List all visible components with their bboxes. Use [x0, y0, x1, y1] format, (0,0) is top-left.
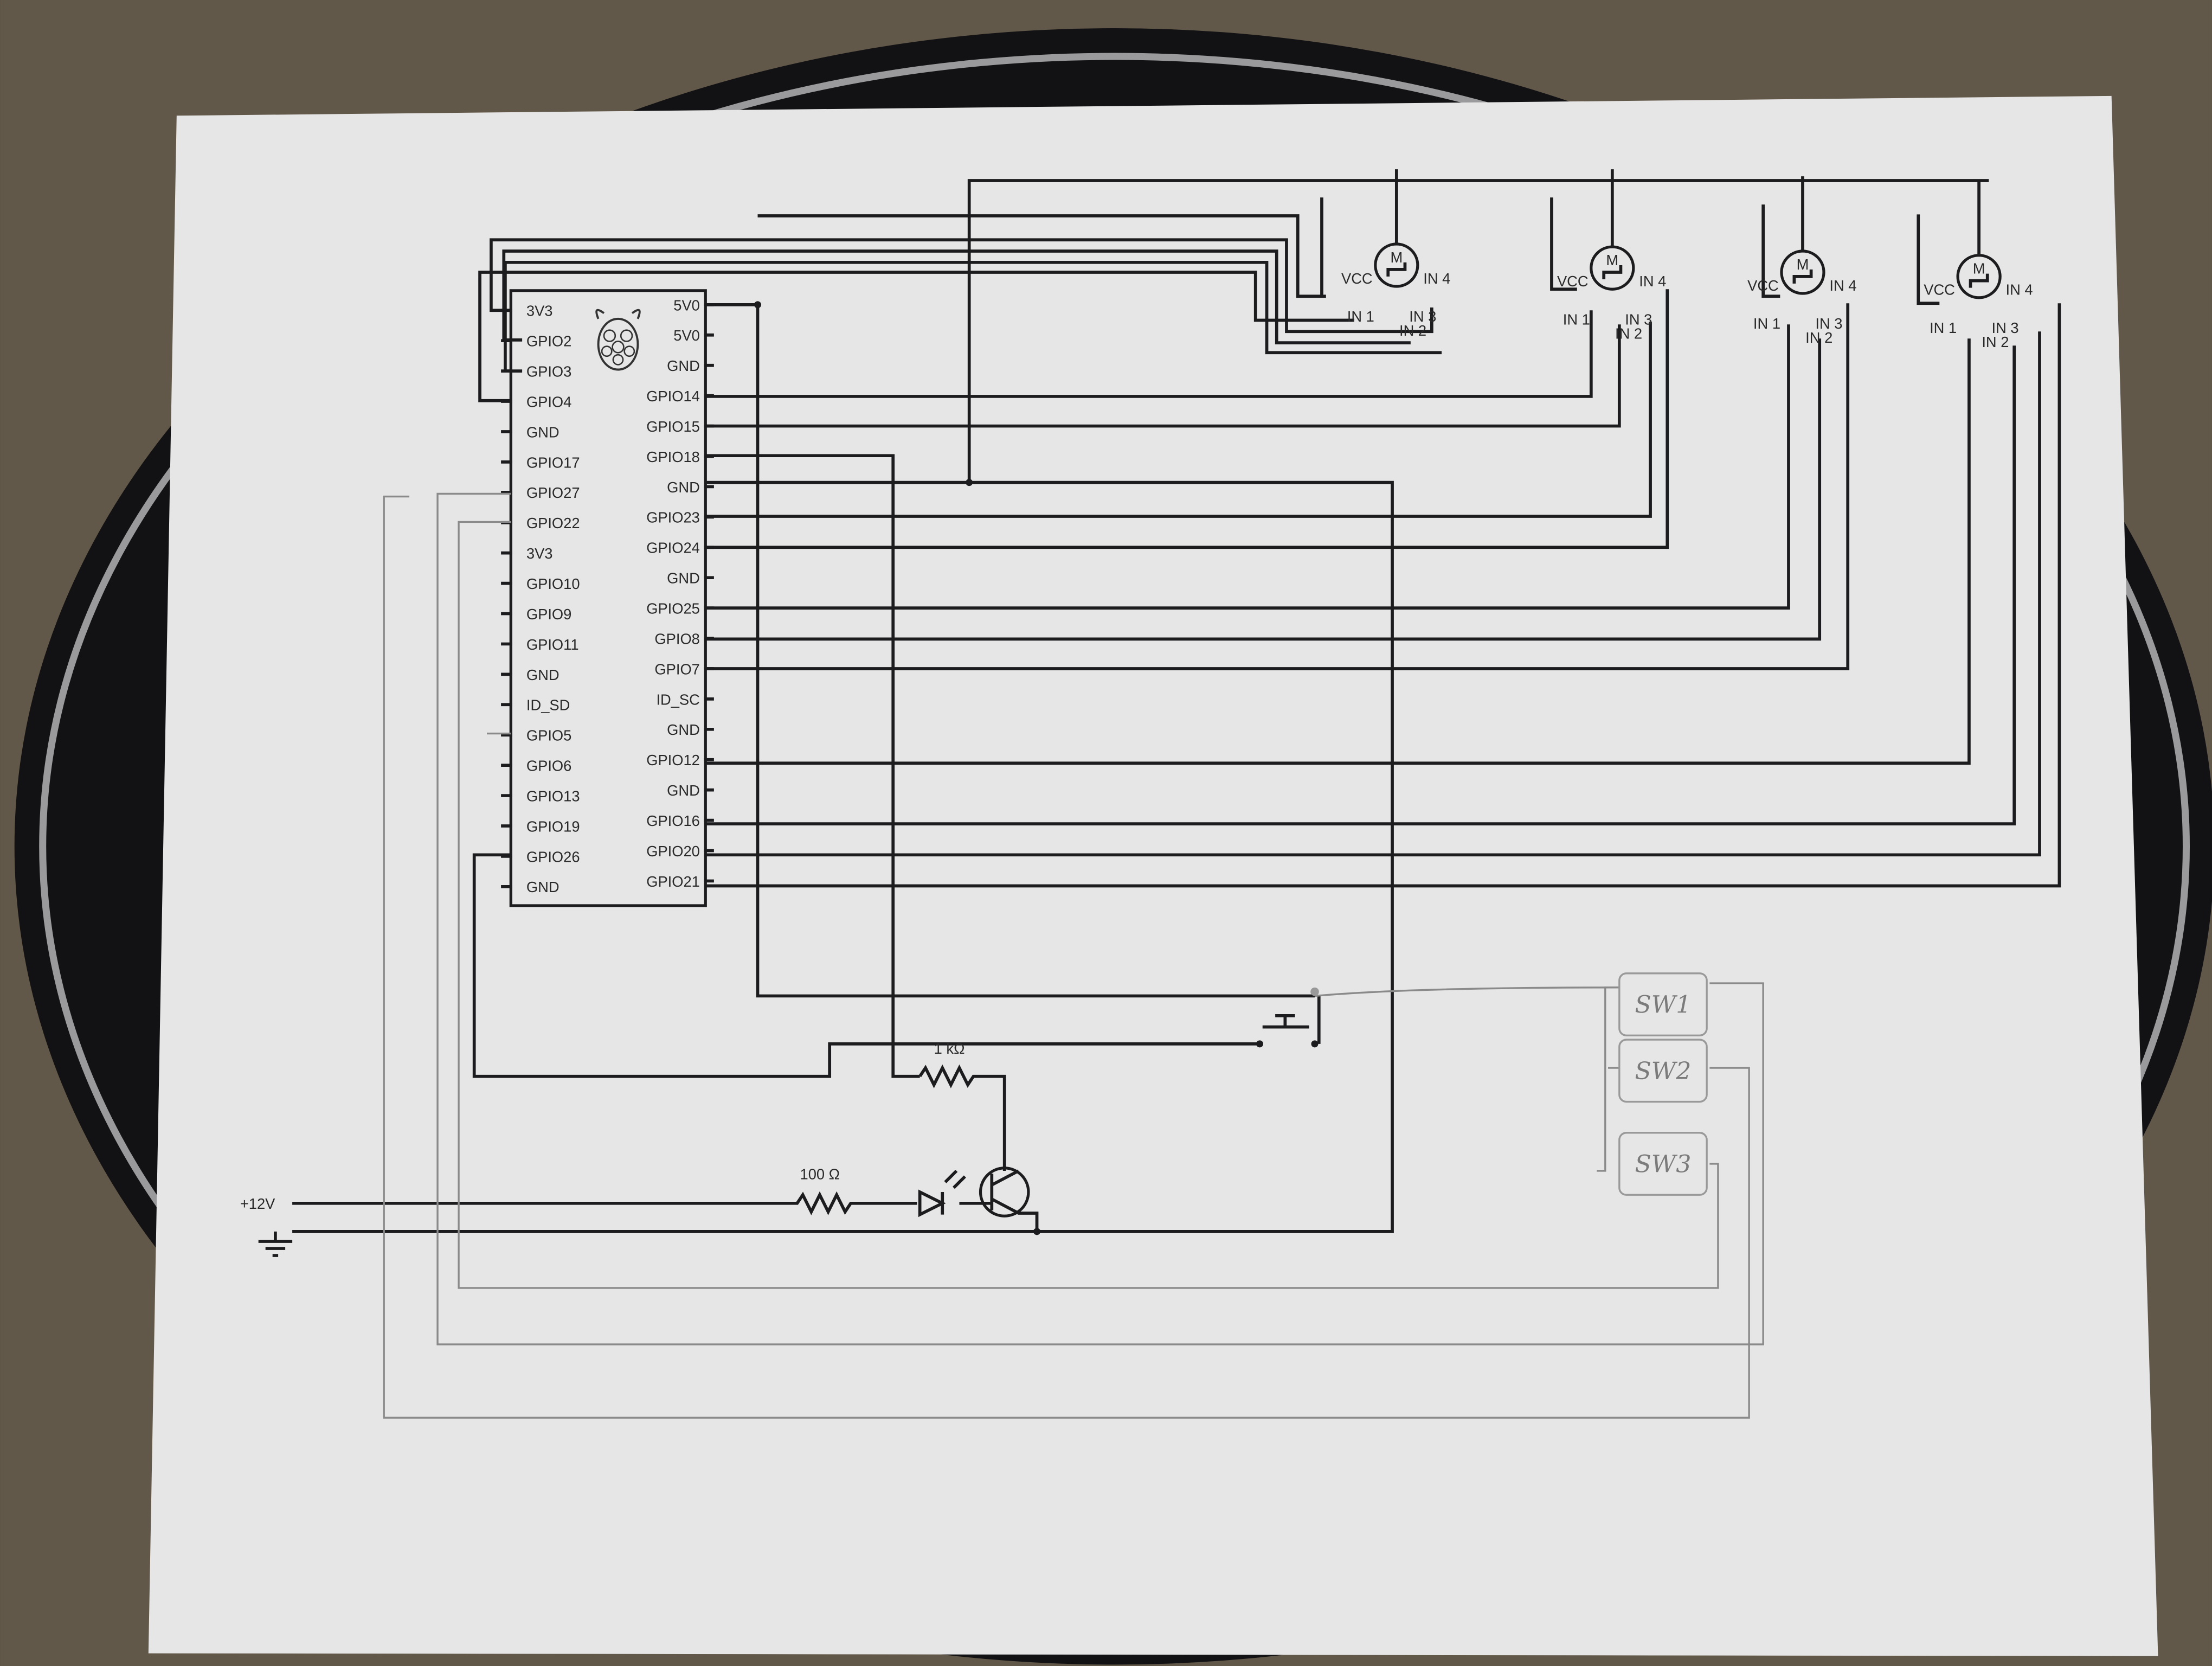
switch-label: SW2 [1635, 1058, 1692, 1085]
left-pin-label: GPIO5 [526, 727, 571, 744]
switch-2: SW2 [1618, 1039, 1708, 1103]
motor-symbol-label: M [1973, 260, 1985, 277]
resistor-1k: 1 kΩ [918, 1040, 1006, 1171]
right-pin-label: 5V0 [673, 297, 700, 313]
stepper-motor-2: M VCC IN 4 IN 1 IN 3IN 2 [1557, 245, 1666, 342]
right-pin-label: GPIO16 [646, 812, 700, 829]
stepper-motor-1: M VCC IN 4 IN 1 IN 3IN 2 [1341, 242, 1450, 339]
pencil-wires [383, 492, 1764, 1419]
right-pin-label: GPIO20 [646, 843, 700, 860]
resistor-100-label: 100 Ω [800, 1166, 840, 1183]
right-pin-label: GND [667, 570, 700, 587]
motor-in3-label: IN 3 [1815, 315, 1842, 332]
motor-symbol-label: M [1390, 249, 1403, 266]
switch-label: SW3 [1635, 1151, 1692, 1178]
left-pin-label: GPIO2 [526, 333, 571, 350]
motor-in3-label: IN 3 [1992, 319, 2019, 336]
right-pin-label: 5V0 [673, 327, 700, 344]
left-pin-label: GPIO19 [526, 818, 580, 835]
motor-vcc-label: VCC [1557, 273, 1589, 290]
switch-label: SW1 [1635, 991, 1692, 1019]
left-pin-label: GPIO10 [526, 575, 580, 592]
push-button-switch [1256, 1014, 1319, 1048]
left-pin-label: GND [526, 879, 560, 895]
right-pin-label: GPIO8 [654, 630, 699, 647]
left-pin-label: GPIO26 [526, 848, 580, 865]
right-pin-label: GPIO18 [646, 448, 700, 465]
motor-in1-label: IN 1 [1930, 319, 1957, 336]
right-pin-label: GND [667, 721, 700, 738]
motor-icon [1590, 245, 1635, 291]
motor-in1-label: IN 1 [1563, 311, 1590, 328]
switch-3: SW3 [1618, 1132, 1708, 1196]
right-pin-label: GPIO21 [646, 873, 700, 890]
right-pin-label: GPIO12 [646, 752, 700, 768]
left-pin-label: GND [526, 667, 560, 683]
right-pin-label: GND [667, 782, 700, 799]
left-pin-label: GPIO9 [526, 606, 571, 623]
switch-1: SW1 [1618, 972, 1708, 1036]
motor-in1-label: IN 1 [1347, 308, 1374, 325]
right-pin-label: GPIO14 [646, 388, 700, 405]
motor-vcc-label: VCC [1341, 270, 1373, 287]
stepper-motor-4: M VCC IN 4 IN 1 IN 3IN 2 [1924, 254, 2033, 350]
left-pin-label: GND [526, 424, 560, 440]
paper-sheet [148, 95, 2158, 1656]
motor-in4-label: IN 4 [1829, 277, 1856, 294]
motor-vcc-label: VCC [1924, 281, 1955, 298]
resistor-1k-label: 1 kΩ [934, 1040, 965, 1057]
printed-wires [292, 169, 2061, 1233]
ground-icon [258, 1231, 293, 1257]
left-pin-label: ID_SD [526, 697, 570, 714]
left-pin-label: GPIO13 [526, 787, 580, 804]
motor-in2-label: IN 2 [1615, 325, 1642, 342]
motor-in3-label: IN 3 [1625, 311, 1652, 328]
left-pin-label: GPIO22 [526, 515, 580, 531]
left-pin-label: GPIO4 [526, 393, 571, 410]
motor-in2-label: IN 2 [1805, 329, 1832, 346]
right-pin-label: GPIO7 [654, 661, 699, 677]
right-pin-label: GPIO24 [646, 540, 700, 556]
motor-in4-label: IN 4 [1423, 270, 1450, 287]
right-pin-label: GPIO15 [646, 418, 700, 435]
motor-icon [1780, 249, 1825, 295]
motor-in2-label: IN 2 [1399, 322, 1426, 339]
left-pin-label: GPIO11 [526, 636, 579, 653]
right-pin-label: GPIO23 [646, 509, 700, 526]
motor-in4-label: IN 4 [2006, 281, 2033, 298]
motor-in2-label: IN 2 [1982, 334, 2009, 350]
motor-icon [1956, 254, 2002, 299]
motor-symbol-label: M [1606, 252, 1618, 268]
motor-icon [1374, 242, 1419, 288]
raspberry-pi-logo-icon [595, 309, 641, 371]
motor-in3-label: IN 3 [1409, 308, 1436, 325]
motor-in1-label: IN 1 [1753, 315, 1780, 332]
left-pin-label: 3V3 [526, 545, 553, 562]
led-icon [918, 1169, 966, 1218]
supply-line: +12V 100 Ω [240, 1166, 966, 1257]
left-pin-label: GPIO17 [526, 454, 580, 471]
right-pin-label: GND [667, 479, 700, 496]
left-pin-label: GPIO27 [526, 484, 580, 501]
left-pin-label: GPIO3 [526, 363, 571, 380]
stepper-motor-3: M VCC IN 4 IN 1 IN 3IN 2 [1747, 249, 1856, 346]
right-pin-label: GND [667, 357, 700, 374]
right-pin-label: ID_SC [656, 691, 699, 708]
right-pin-label: GPIO25 [646, 600, 700, 617]
left-pin-label: 3V3 [526, 303, 553, 319]
motor-symbol-label: M [1797, 256, 1809, 273]
supply-12v-label: +12V [240, 1195, 275, 1212]
motor-vcc-label: VCC [1747, 277, 1779, 294]
transistor-npn [959, 1167, 1041, 1235]
motor-in4-label: IN 4 [1639, 273, 1666, 290]
left-pin-label: GPIO6 [526, 758, 571, 774]
